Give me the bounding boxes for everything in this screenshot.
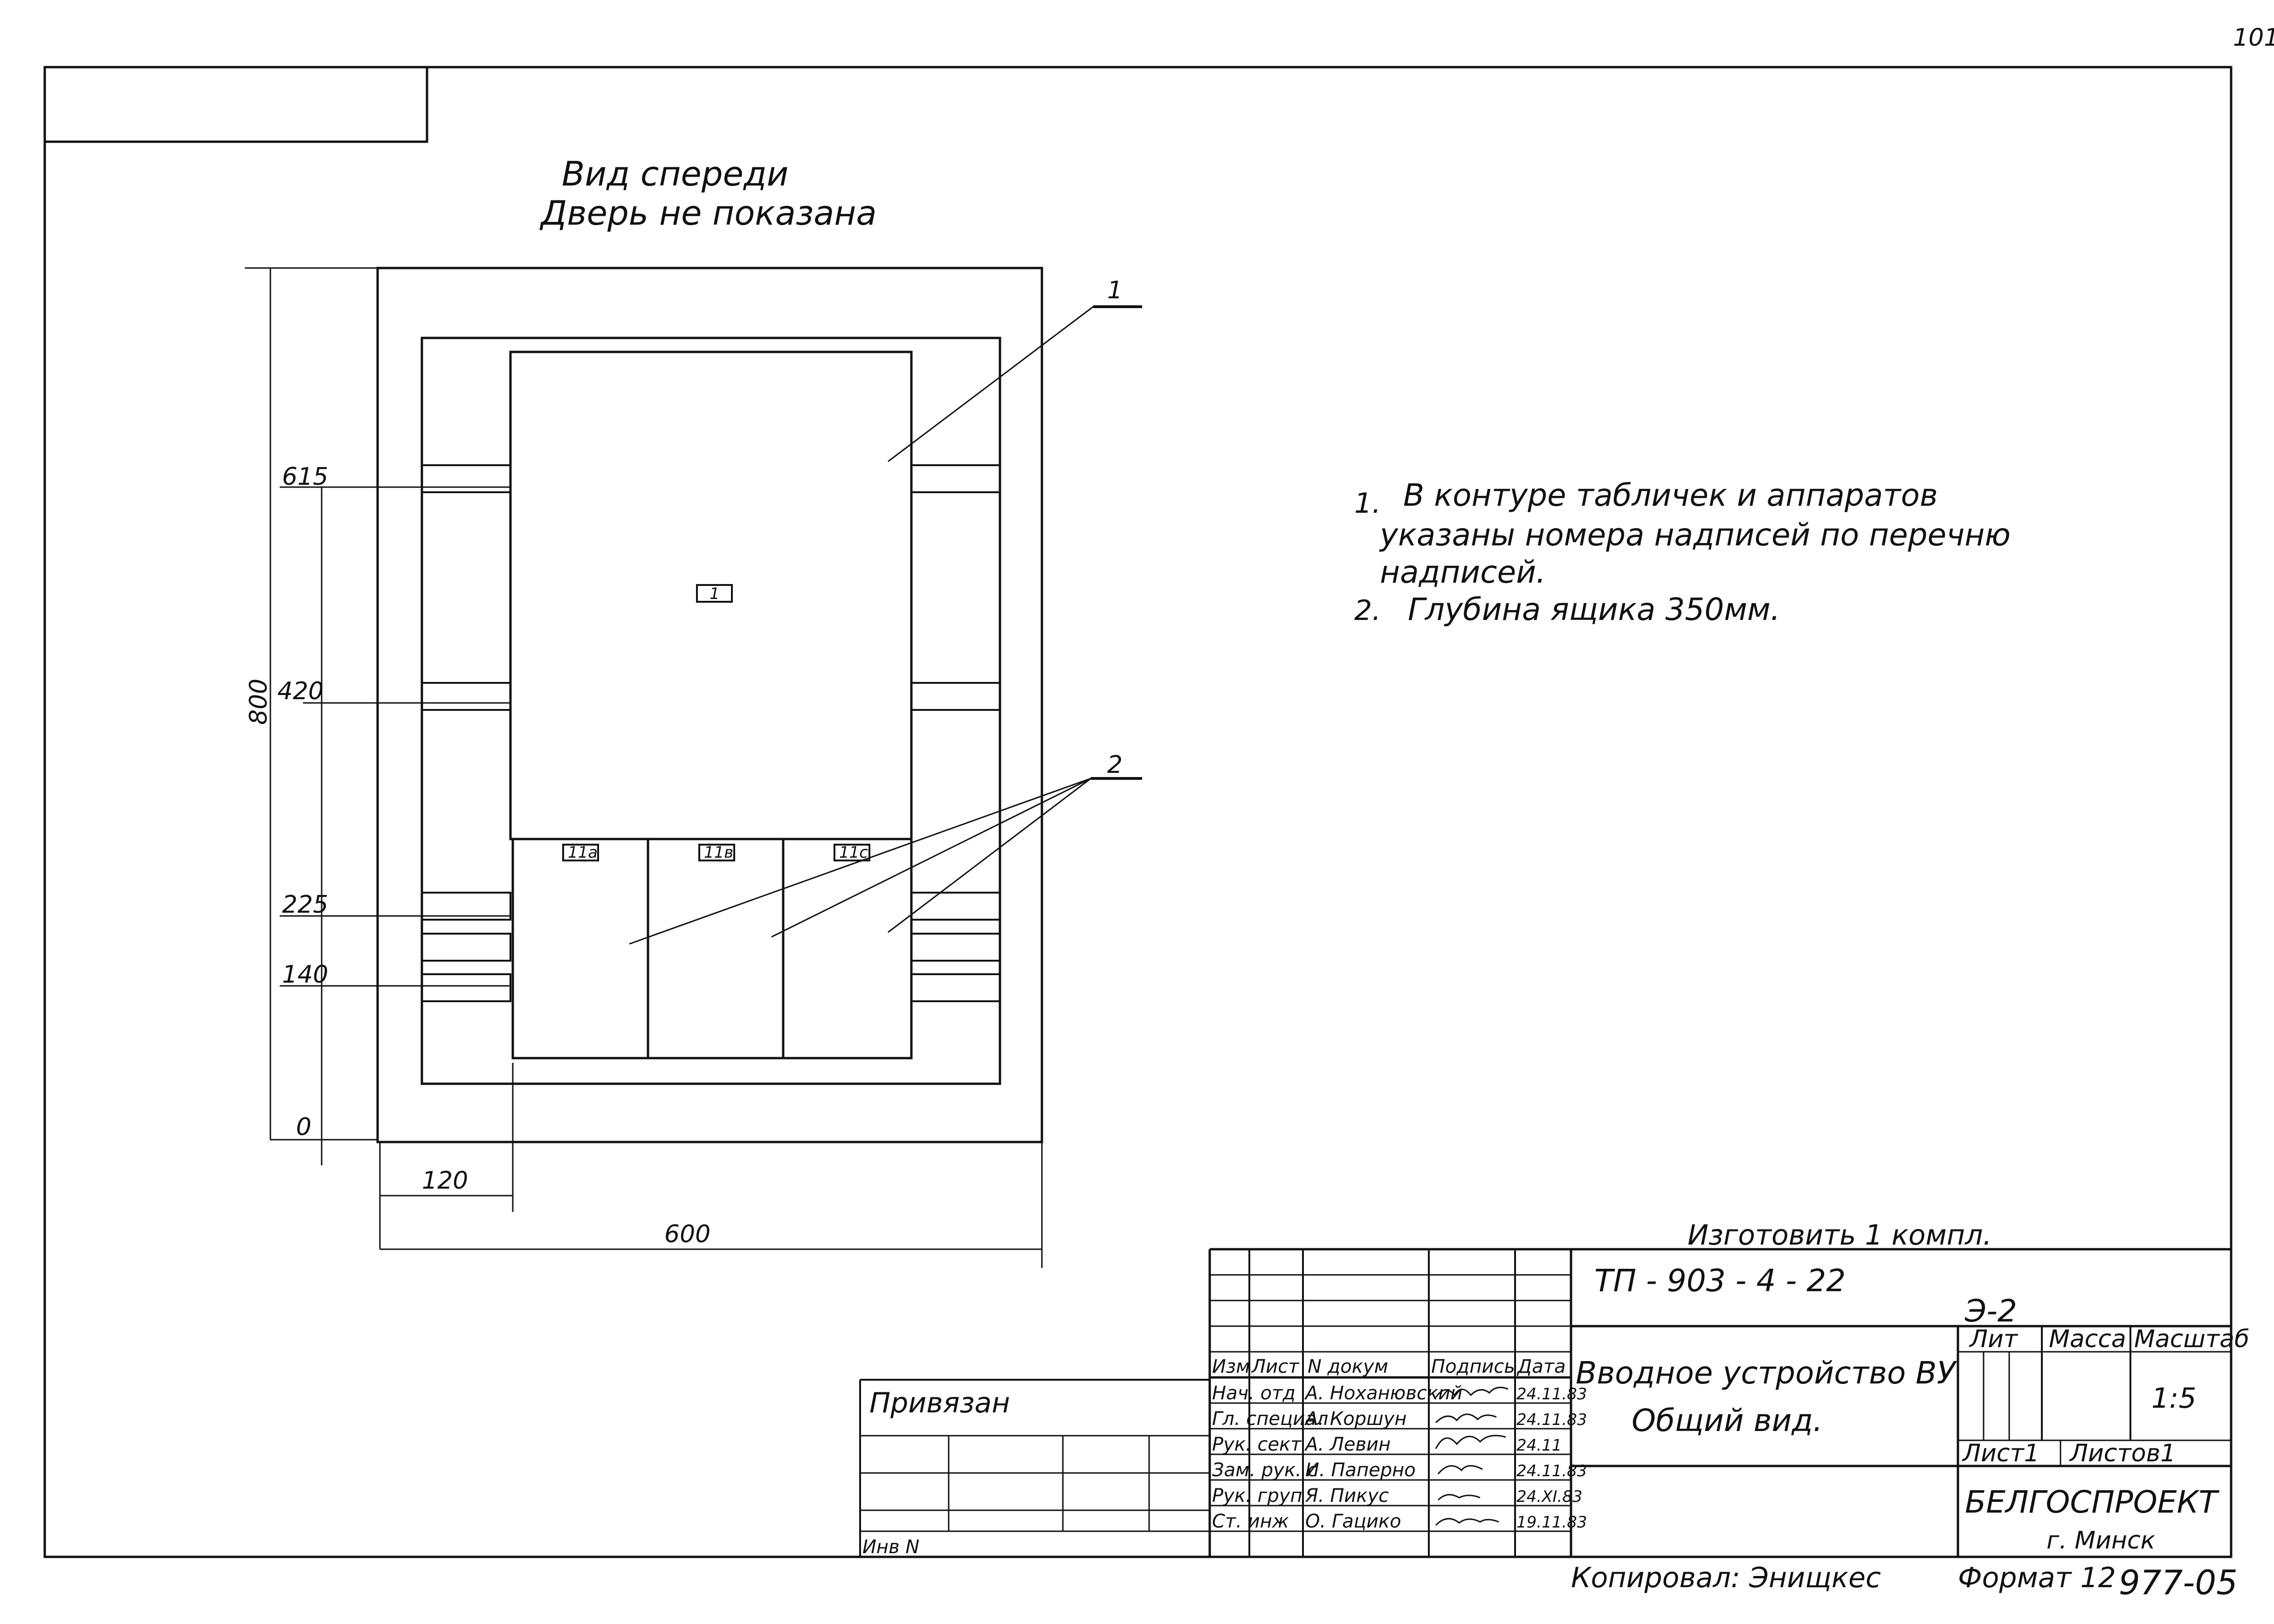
drawing-text: 120 [422, 1167, 468, 1195]
document-number: 977-05 [2119, 1563, 2238, 1602]
drawing-text: 800 [245, 679, 273, 725]
drawing-text: 1:5 [2151, 1382, 2197, 1415]
manufacture-note: Изготовить 1 компл. [1688, 1219, 1992, 1252]
drawing-text: 24.11.83 [1516, 1411, 1587, 1429]
drawing-text: 1. [1354, 487, 1381, 520]
drawing-text: 2 [1107, 751, 1123, 779]
drawing-text: А. Левин [1304, 1434, 1391, 1455]
drawing-text: указаны номера надписей по перечню [1379, 517, 2011, 553]
drawing-text: надписей. [1380, 554, 1546, 590]
drawing-text: 0 [296, 1113, 311, 1141]
notes: 1. В контуре табличек и аппаратов указан… [1354, 477, 2011, 627]
view-subtitle: Дверь не показана [539, 193, 877, 233]
drawing-text: А. Коршун [1304, 1408, 1406, 1430]
drawing-text: Зам. рук. с [1212, 1459, 1317, 1481]
dimension-height: 800 [245, 267, 378, 1140]
drawing-text: Рук. сект [1212, 1434, 1302, 1455]
inventory-label: Инв N [862, 1536, 919, 1558]
drawing-text: 24.11 [1516, 1436, 1562, 1455]
dimension-offset: 120 [379, 1063, 514, 1249]
drawing-text: Листов1 [2069, 1439, 2176, 1467]
drawing-text: И. Паперно [1305, 1459, 1416, 1481]
nameplate-lower-1: 11a [562, 843, 599, 862]
drawing-text: 1 [1107, 276, 1123, 304]
nameplate-lower-2: 11в [698, 843, 735, 862]
drawing-text: Лист1 [1962, 1439, 2040, 1467]
drawing-text: А. Ноханювский [1304, 1383, 1462, 1404]
nameplate-lower-3: 11с [834, 843, 870, 862]
drawing-text: 11a [568, 843, 598, 862]
format-label: Формат 12 [1958, 1562, 2116, 1594]
drawing-text: 225 [282, 891, 328, 919]
privyazan-label: Привязан [869, 1387, 1010, 1419]
drawing-text: 24.11.83 [1516, 1462, 1587, 1480]
drawing-text: 2. [1354, 594, 1381, 627]
cabinet-front-view [376, 267, 1043, 1143]
page-number: 101 [2233, 24, 2274, 52]
drawing-text: Лист [1251, 1356, 1300, 1377]
drawing-text: Изм [1212, 1356, 1250, 1377]
drawing-text: 420 [277, 677, 324, 705]
drawing-text: 140 [282, 961, 328, 989]
sheet-code: Э-2 [1964, 1293, 2017, 1329]
callout-1: 1 [888, 276, 1142, 462]
drawing-text: Подпись [1431, 1356, 1515, 1377]
drawing-text: 11в [704, 843, 733, 862]
drawing-text: 615 [282, 463, 328, 491]
drawing-text: Нач. отд [1212, 1383, 1295, 1404]
drawing-text: Ст. инж [1212, 1511, 1289, 1532]
drawing-text: 19.11.83 [1516, 1513, 1587, 1532]
drawing-text: Рук. груп [1212, 1485, 1302, 1507]
drawing-text: О. Гацико [1305, 1511, 1401, 1532]
drawing-title: Вводное устройство ВУ [1576, 1355, 1957, 1391]
callout-2: 2 [629, 751, 1142, 945]
title-block: Изм Лист N докум Подпись Дата Нач. отд А… [859, 1248, 2249, 1558]
drawing-text: Дата [1516, 1356, 1566, 1377]
drawing-text: Я. Пикус [1305, 1485, 1389, 1507]
drawing-text: В контуре табличек и аппаратов [1403, 477, 1938, 513]
drawing-text: 24.XI.83 [1516, 1487, 1582, 1506]
drawing-text: 11с [839, 843, 868, 862]
drawing-text: 24.11.83 [1516, 1385, 1587, 1404]
organization: БЕЛГОСПРОЕКТ [1965, 1484, 2219, 1520]
nameplate-upper: 1 [696, 584, 733, 603]
drawing-text: N докум [1308, 1356, 1388, 1377]
sheet-frame [43, 66, 2233, 1558]
document-code: ТП - 903 - 4 - 22 [1594, 1263, 1846, 1299]
copied-by: Копировал: Энищкес [1571, 1562, 1881, 1594]
drawing-text: Лит [1969, 1325, 2019, 1353]
drawing-text: 600 [664, 1220, 710, 1248]
drawing-text: Масштаб [2134, 1325, 2249, 1353]
drawing-subtitle: Общий вид. [1632, 1403, 1823, 1438]
city: г. Минск [2047, 1527, 2156, 1555]
drawing-text: Глубина ящика 350мм. [1408, 592, 1780, 627]
drawing-text: 1 [710, 585, 720, 603]
drawing-text: Масса [2049, 1325, 2126, 1353]
drawing-text: Гл. специал [1212, 1408, 1328, 1430]
dimension-levels: 615 420 225 140 0 [270, 463, 510, 1165]
dimension-width: 600 [380, 1142, 1043, 1268]
view-title: Вид спереди [562, 154, 788, 193]
